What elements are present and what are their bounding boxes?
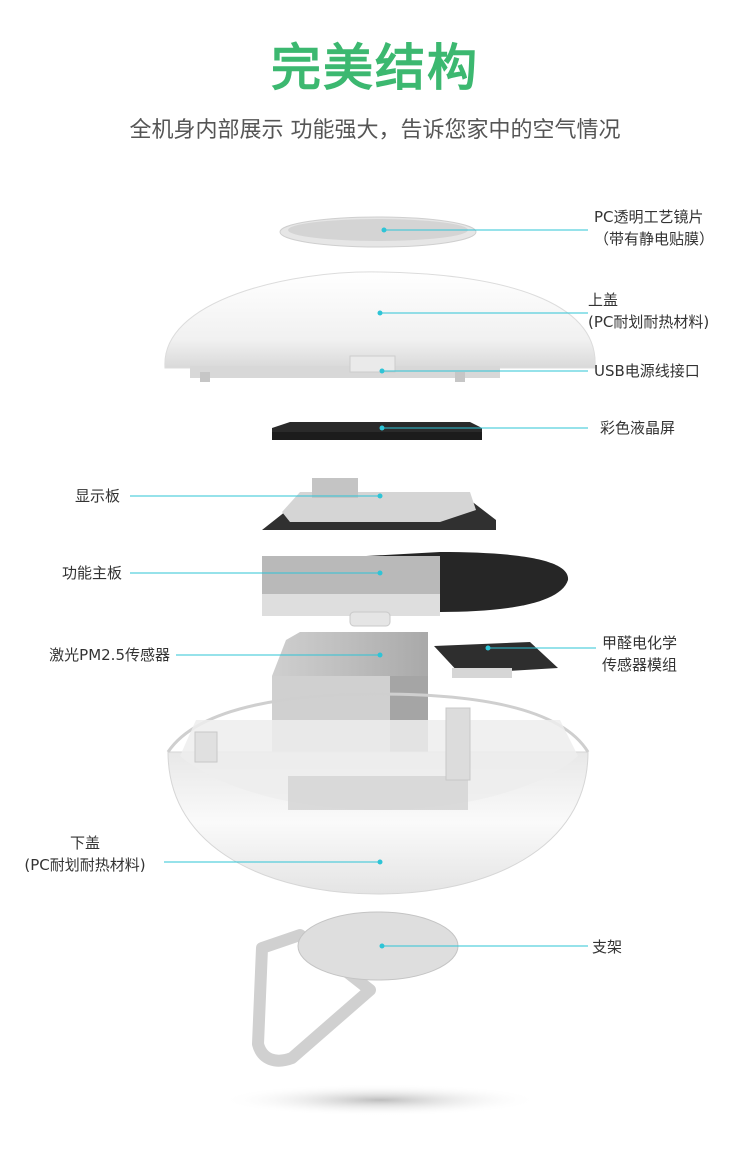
callout-formaldehyde-line1: 甲醛电化学 [602, 634, 678, 652]
callout-bottom-cover: 下盖 (PC耐划耐热材料) [10, 832, 160, 876]
ground-shadow [220, 1084, 540, 1116]
bottom-cover-part [166, 692, 590, 895]
callout-display-board: 显示板 [20, 485, 120, 507]
page-subtitle: 全机身内部展示 功能强大，告诉您家中的空气情况 [129, 118, 621, 143]
leader-lines [130, 229, 596, 947]
callout-top-cover-line2: (PC耐划耐热材料) [588, 313, 710, 331]
callout-lcd-line1: 彩色液晶屏 [600, 419, 676, 437]
display-board-part [260, 478, 496, 530]
callout-display-board-line1: 显示板 [74, 487, 120, 505]
callout-lens: PC透明工艺镜片 （带有静电贴膜） [594, 206, 714, 250]
top-cover-part [164, 271, 596, 382]
formaldehyde-module-part [434, 642, 558, 678]
callout-formaldehyde-line2: 传感器模组 [602, 656, 678, 674]
callout-bottom-cover-line2: (PC耐划耐热材料) [24, 856, 146, 874]
callout-laser-sensor-line1: 激光PM2.5传感器 [49, 646, 170, 664]
callout-laser-sensor: 激光PM2.5传感器 [6, 644, 170, 666]
callout-usb-line1: USB电源线接口 [594, 362, 700, 380]
callout-top-cover: 上盖 (PC耐划耐热材料) [588, 289, 709, 333]
callout-lcd: 彩色液晶屏 [600, 417, 675, 439]
callout-stand: 支架 [592, 936, 622, 958]
callout-main-board: 功能主板 [10, 562, 122, 584]
leader-dots [377, 227, 491, 949]
lcd-part [272, 422, 482, 440]
lens-part [279, 216, 477, 248]
callout-top-cover-line1: 上盖 [588, 291, 619, 309]
callout-stand-line1: 支架 [592, 938, 623, 956]
stand-part [252, 911, 459, 1067]
callout-usb: USB电源线接口 [594, 360, 700, 382]
callout-formaldehyde: 甲醛电化学 传感器模组 [602, 632, 677, 676]
main-board-part [262, 552, 569, 627]
page-title: 完美结构 [271, 39, 479, 97]
callout-lens-line1: PC透明工艺镜片 [594, 208, 704, 226]
callout-main-board-line1: 功能主板 [61, 564, 122, 582]
callout-bottom-cover-line1: 下盖 [69, 834, 100, 852]
callout-lens-line2: （带有静电贴膜） [594, 230, 715, 248]
